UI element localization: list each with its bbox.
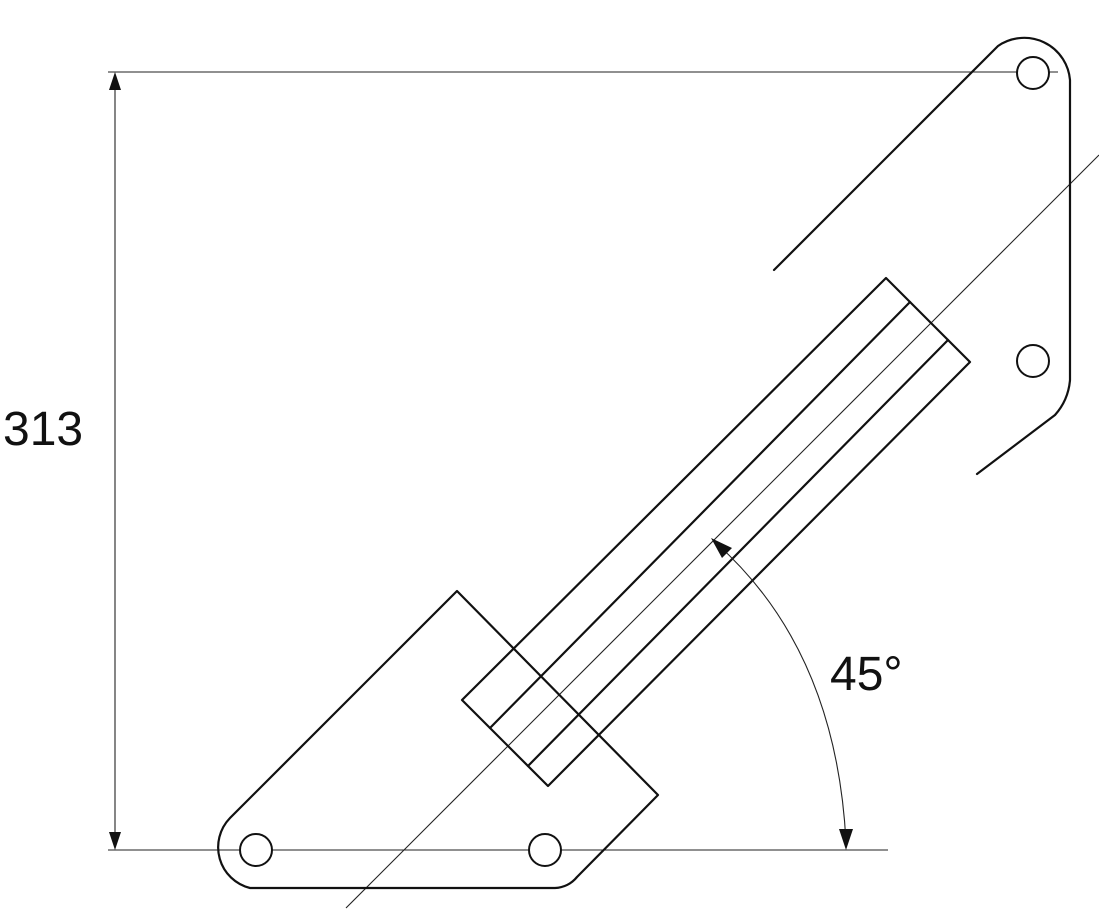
- upper-hole-top: [1016, 56, 1050, 90]
- bar-inner-line-2: [526, 338, 950, 768]
- upper-hole-bottom: [1016, 344, 1050, 378]
- height-dimension-label: 313: [3, 403, 83, 456]
- lower-plate: [217, 589, 660, 890]
- bar-inner-line-1: [488, 300, 912, 730]
- angle-arc-top-arrow: [711, 538, 732, 558]
- lower-hole-left: [239, 833, 273, 867]
- height-dimension-top-arrow: [109, 72, 121, 90]
- height-dimension-bottom-arrow: [109, 832, 121, 850]
- angle-dimension-label: 45°: [830, 648, 903, 701]
- upper-plate: [772, 36, 1072, 476]
- lower-hole-right: [528, 833, 562, 867]
- angle-arc-bottom-arrow: [839, 829, 853, 850]
- angle-dimension-arc: [715, 542, 847, 843]
- connecting-bar: [460, 276, 972, 788]
- centerline: [345, 154, 1099, 909]
